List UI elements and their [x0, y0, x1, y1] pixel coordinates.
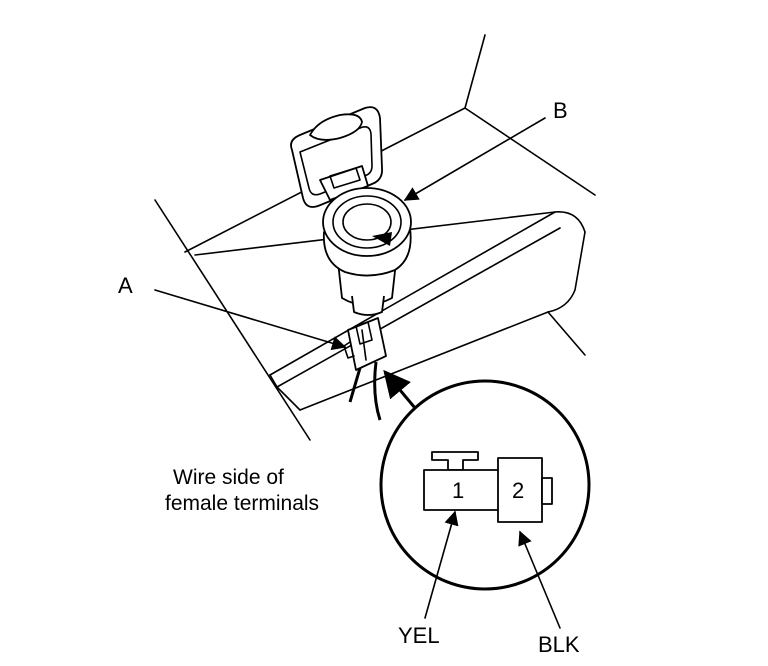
- pin-2-label: 2: [512, 478, 524, 503]
- callout-b: B: [553, 98, 568, 123]
- wire-color-blk: BLK: [538, 632, 580, 657]
- yel-wire-leader: [424, 510, 459, 619]
- pin-1-label: 1: [452, 478, 464, 503]
- caption-line-1: Wire side of: [173, 466, 284, 489]
- callout-a: A: [118, 273, 133, 298]
- console-outline: [154, 34, 596, 441]
- harness-connector: [343, 317, 387, 421]
- connector-detail-view: 1 2: [379, 379, 591, 591]
- caption-line-2: female terminals: [165, 492, 319, 515]
- blk-wire-leader: [518, 530, 561, 629]
- callout-b-leader: [403, 117, 546, 201]
- wire-color-yel: YEL: [398, 623, 440, 648]
- accessory-socket: [290, 106, 412, 316]
- callout-a-leader: [154, 289, 347, 351]
